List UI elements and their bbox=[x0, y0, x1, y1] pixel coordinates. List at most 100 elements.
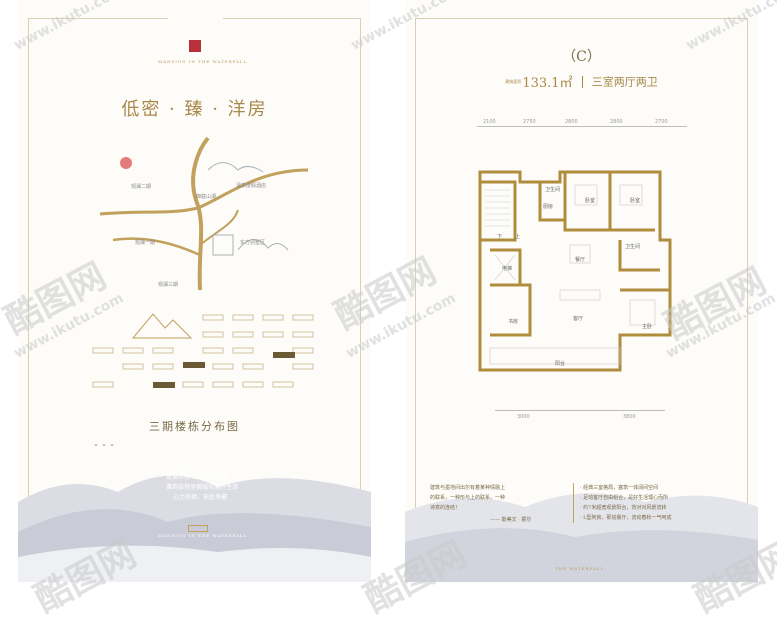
map-label-phase1: 观澜一期 bbox=[135, 240, 156, 246]
building-block bbox=[292, 363, 314, 370]
room-dining: 餐厅 bbox=[575, 257, 586, 263]
map-label-villa: 东方别墅区 bbox=[240, 240, 266, 246]
left-mountain-landscape bbox=[18, 475, 371, 582]
building-block bbox=[262, 314, 284, 321]
left-top-line-right bbox=[223, 18, 361, 19]
bed-icon-master bbox=[629, 299, 656, 326]
tree-trunk bbox=[191, 136, 210, 291]
unit-type-label: （C） bbox=[562, 49, 601, 65]
map-label-shanshui: 御庭山湖 bbox=[196, 194, 217, 200]
dim-top-3: 2800 bbox=[565, 119, 578, 125]
quote-line-1: 建筑与墨地间出尔有着某种情融上 bbox=[430, 485, 506, 491]
room-master: 主卧 bbox=[642, 324, 653, 330]
map-label-tangquan: 温泉度假酒店 bbox=[236, 183, 267, 189]
room-elevator: 电梯 bbox=[502, 266, 513, 272]
building-block bbox=[92, 381, 114, 388]
highlighted-building bbox=[153, 382, 175, 388]
right-top-line bbox=[415, 18, 748, 19]
building-sketch bbox=[212, 234, 234, 256]
dim-bottom-2: 3800 bbox=[623, 414, 636, 420]
dimension-line-bottom bbox=[495, 410, 665, 411]
building-block bbox=[202, 331, 224, 338]
area-small-label: 建筑面积 bbox=[505, 79, 522, 84]
tree-branch-right-low bbox=[199, 209, 239, 246]
right-footer-english: THE WATERFALL bbox=[555, 566, 605, 571]
stairs-up: 上 bbox=[515, 234, 521, 240]
floor-plan bbox=[478, 170, 672, 372]
building-block bbox=[292, 314, 314, 321]
location-tree-map bbox=[99, 136, 309, 291]
building-block bbox=[202, 347, 224, 354]
dining-table-icon bbox=[569, 244, 591, 264]
slogan-line-2: 双满世仰 三期雅地万座 bbox=[166, 474, 228, 481]
building-block bbox=[212, 381, 234, 388]
feature-line-2: · 足动客厅自由组合，是好生活理心而所 bbox=[580, 495, 669, 501]
building-block bbox=[152, 347, 174, 354]
inner-wall-study bbox=[490, 283, 532, 337]
room-balcony: 阳台 bbox=[555, 361, 566, 367]
feature-line-3: · 约7米超宽观景阳台，背对对风景流转 bbox=[580, 505, 667, 511]
right-page-frame bbox=[415, 18, 748, 568]
tree-branch-right bbox=[197, 168, 309, 210]
balcony-rail bbox=[489, 347, 621, 365]
unit-layout: 三室两厅两卫 bbox=[591, 75, 658, 89]
footer-building-icon bbox=[188, 525, 208, 532]
quote-divider bbox=[573, 483, 574, 523]
room-bath1: 卫生间 bbox=[625, 244, 641, 250]
building-block bbox=[152, 363, 174, 370]
map-label-phase2: 观澜二期 bbox=[131, 184, 152, 190]
room-kitchen: 厨房 bbox=[543, 204, 554, 210]
sun-icon bbox=[120, 157, 132, 169]
slogan-line-1: 亦自然，亦繁华 bbox=[176, 464, 219, 471]
dim-top-1: 2100 bbox=[483, 119, 496, 125]
hill-sketch-2 bbox=[237, 239, 289, 251]
quote-line-2: 的联系，一种形与上的联系，一种 bbox=[430, 495, 506, 501]
tree-branch-left-top bbox=[99, 206, 199, 216]
building-block bbox=[262, 331, 284, 338]
tree-branch-left-low bbox=[112, 237, 201, 257]
stairs-down: 下 bbox=[497, 234, 503, 240]
left-title: 低密 · 臻 · 洋房 bbox=[121, 99, 268, 120]
building-block bbox=[92, 347, 114, 354]
map-label-phase3: 观澜三期 bbox=[158, 282, 179, 288]
spec-divider bbox=[581, 75, 583, 88]
room-living: 客厅 bbox=[573, 316, 584, 322]
quote-line-3: 诗意的连结！ bbox=[430, 505, 461, 511]
elevator-wall bbox=[490, 248, 522, 287]
highlighted-building bbox=[183, 362, 205, 368]
unit-area: 133.1㎡ bbox=[522, 76, 573, 91]
brand-english-name: MANSION IN THE WATERFALL bbox=[158, 59, 248, 64]
bed-icon-2 bbox=[619, 184, 643, 206]
feature-line-4: · L型阿房，那追餐厅，流动春秋一气呵成 bbox=[580, 515, 672, 521]
outer-wall bbox=[478, 170, 672, 372]
site-mountain-icon bbox=[131, 313, 193, 339]
bed-icon-1 bbox=[574, 184, 598, 206]
site-plan bbox=[92, 313, 314, 388]
building-block bbox=[202, 314, 224, 321]
highlighted-building bbox=[273, 352, 295, 358]
room-bed1: 卧室 bbox=[585, 198, 596, 204]
dim-top-2: 2750 bbox=[523, 119, 536, 125]
left-top-line bbox=[28, 18, 168, 19]
left-page-frame bbox=[28, 18, 361, 568]
dim-top-4: 2800 bbox=[610, 119, 623, 125]
building-block bbox=[122, 347, 144, 354]
building-block bbox=[292, 347, 314, 354]
building-block bbox=[122, 363, 144, 370]
building-block bbox=[242, 381, 264, 388]
hill-sketch bbox=[207, 162, 264, 173]
building-block bbox=[292, 331, 314, 338]
right-mountain-landscape bbox=[405, 493, 758, 582]
quote-author: —— 斯蒂文 · 霍尔 bbox=[490, 517, 532, 523]
room-study: 书房 bbox=[508, 319, 519, 325]
dimension-line-top bbox=[477, 126, 687, 127]
slogan-line-3: 雅韵自然坐拥城市美好生活 bbox=[166, 484, 239, 491]
sofa-icon bbox=[559, 289, 601, 301]
stair-wall bbox=[480, 180, 517, 242]
building-block bbox=[232, 314, 254, 321]
stair-steps bbox=[485, 189, 510, 227]
slogan-line-4: 心之所栖，依此争藏 bbox=[173, 494, 228, 501]
building-block bbox=[272, 381, 294, 388]
room-bed2: 卧室 bbox=[630, 198, 641, 204]
left-footer-english: MANSION IN THE WATERFALL bbox=[158, 533, 248, 538]
